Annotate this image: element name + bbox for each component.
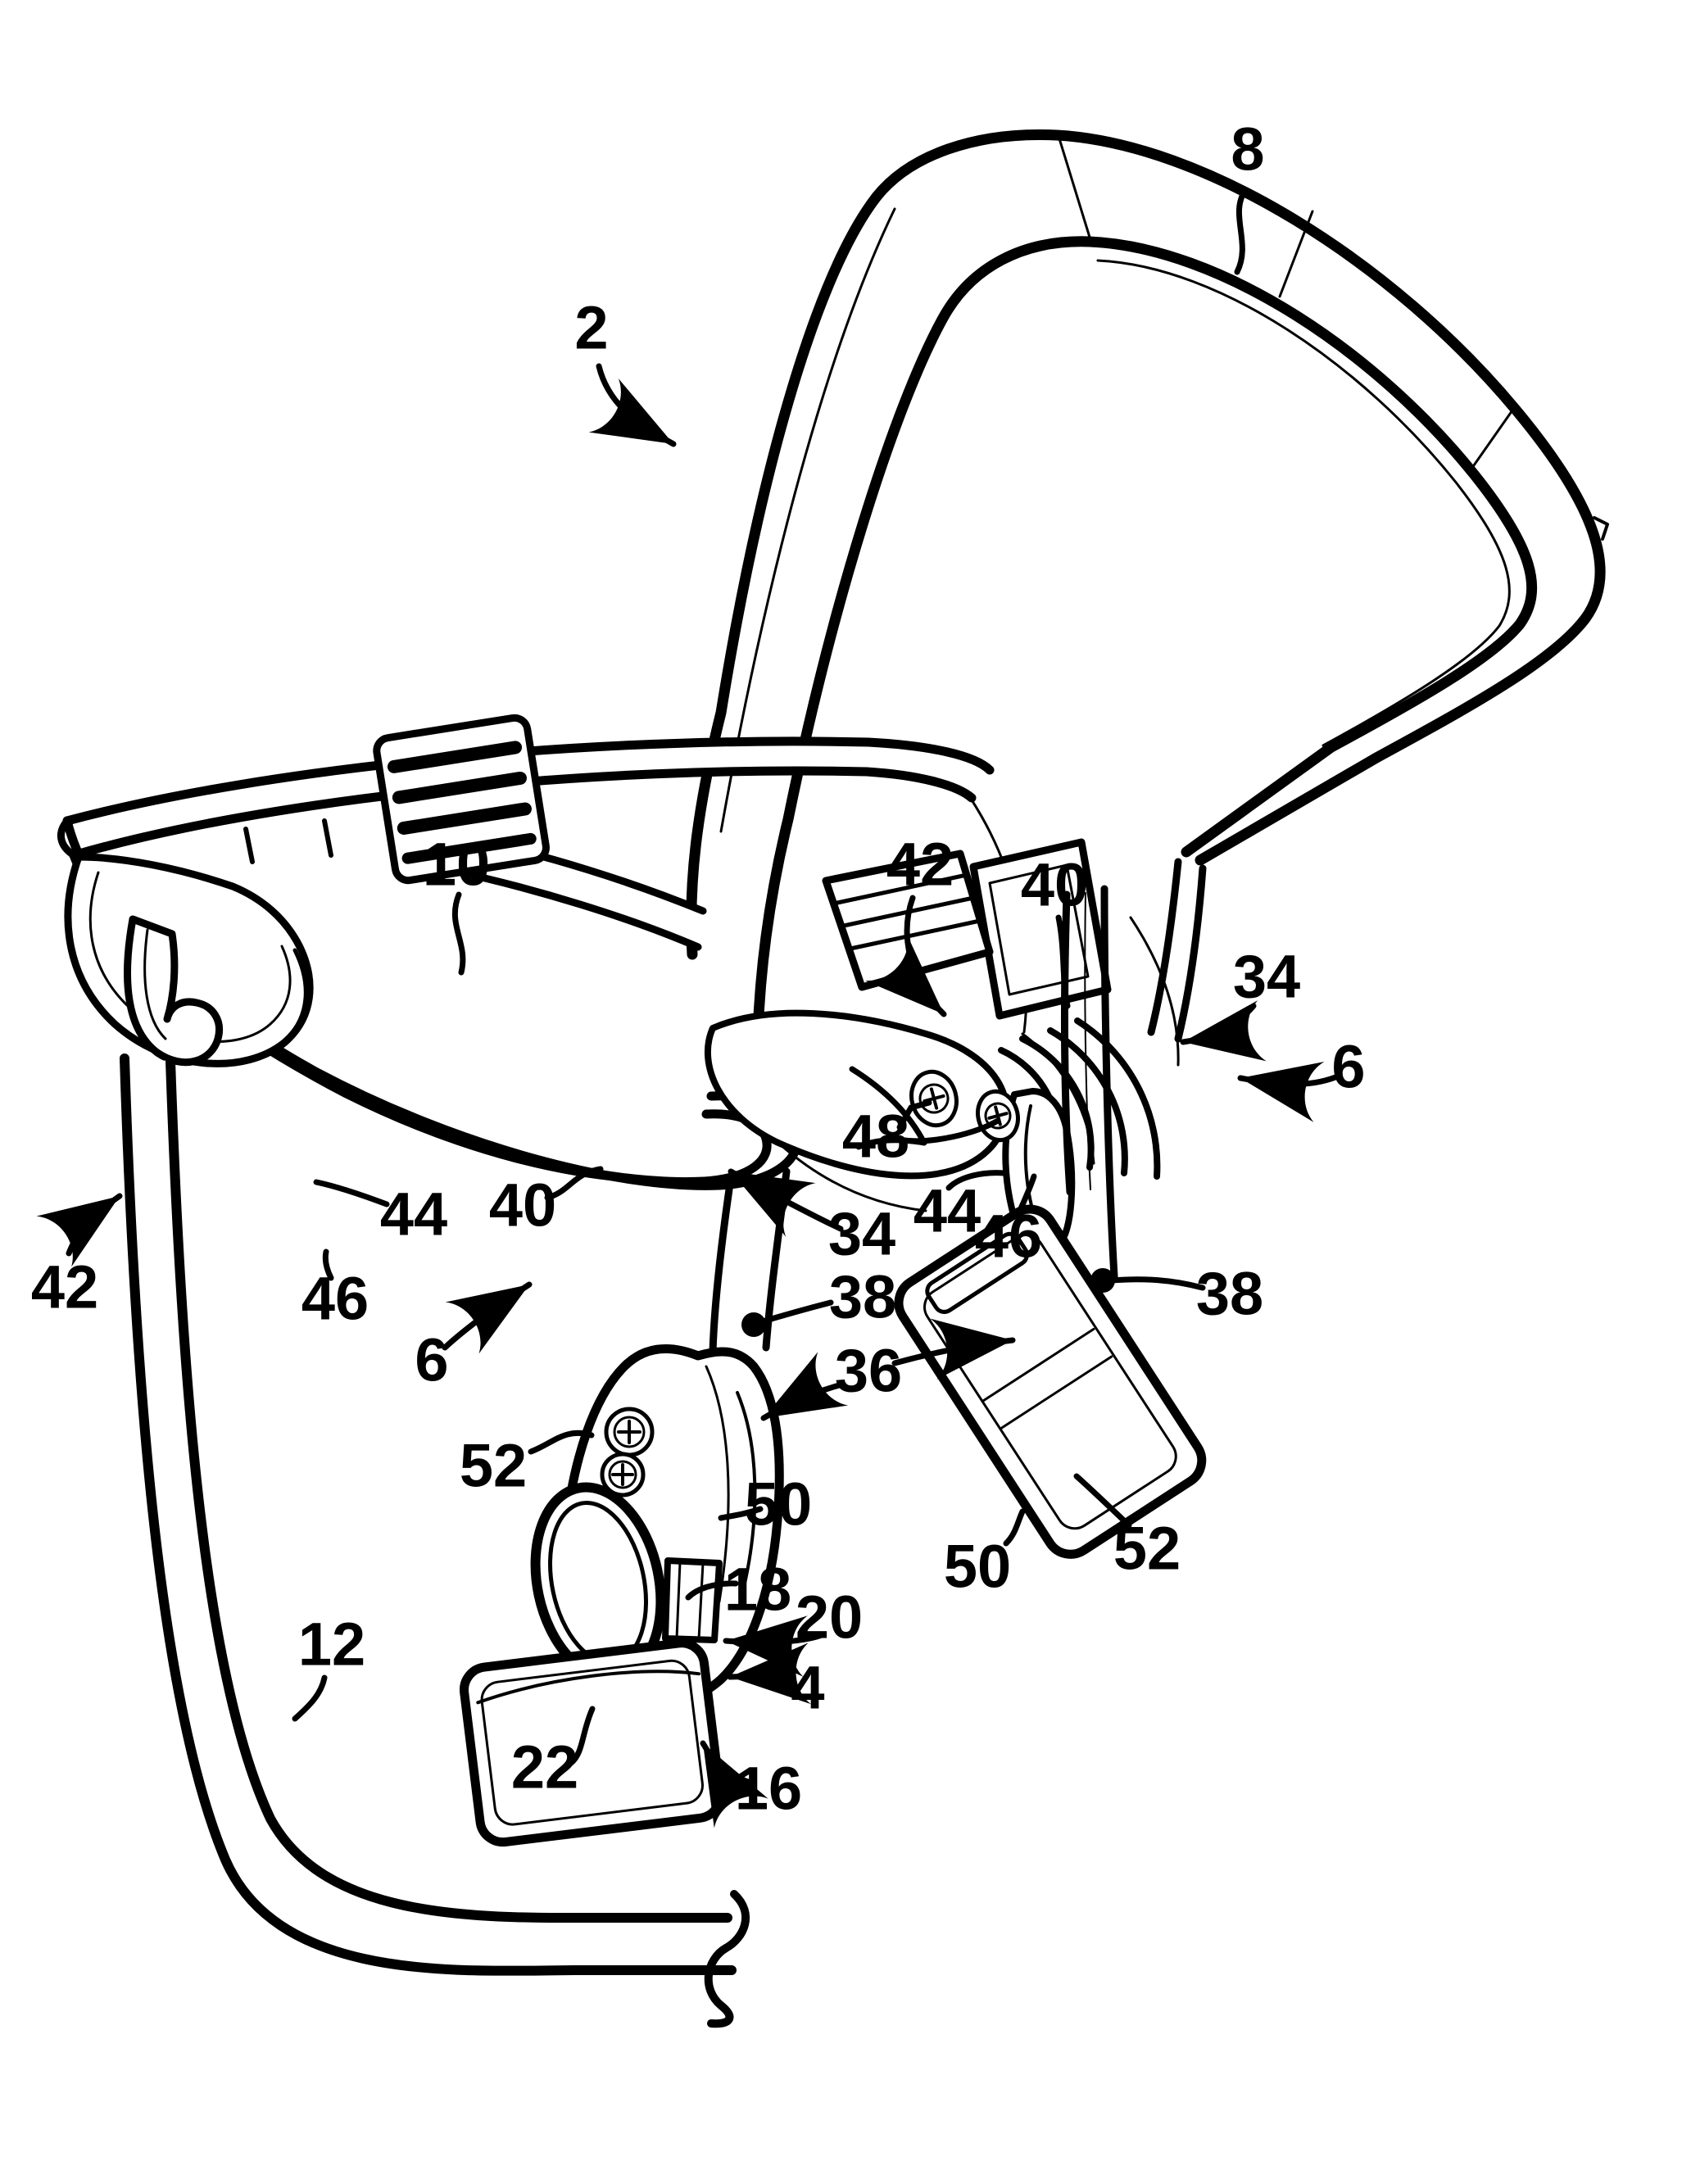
pivot-dot-left [741,1312,766,1337]
ref-label-42-upper: 42 [886,831,954,899]
ref-label-4: 4 [791,1654,824,1722]
ref-label-8: 8 [1231,116,1264,184]
bottom-block [461,1641,723,1845]
ref-label-50-center: 50 [745,1470,812,1538]
ref-label-2: 2 [574,294,608,362]
ref-label-48: 48 [842,1103,909,1171]
ref-label-12: 12 [298,1611,365,1679]
ref-label-22: 22 [511,1733,578,1801]
ref-label-36: 36 [835,1337,902,1405]
connector-post [665,1561,719,1640]
ref-label-52-center: 52 [460,1432,527,1500]
ref-label-40-upper: 40 [1021,851,1088,919]
ref-label-46-center: 46 [975,1203,1042,1271]
ref-label-44-left: 44 [380,1180,447,1248]
ref-label-42-left: 42 [31,1253,98,1321]
ref-label-34-right: 34 [1233,943,1300,1011]
screw-clip-2 [602,1454,643,1495]
ref-label-16: 16 [735,1755,802,1823]
ref-label-38-right: 38 [1196,1260,1263,1328]
ref-label-34-center: 34 [828,1200,895,1268]
ref-label-20: 20 [796,1584,863,1652]
ref-label-52-right: 52 [1113,1515,1181,1583]
ref-label-18: 18 [724,1556,791,1624]
leader-4 [730,1676,793,1678]
ref-label-6-right: 6 [1331,1033,1365,1101]
ref-label-10: 10 [423,831,490,899]
ref-label-50-right: 50 [944,1533,1011,1601]
ref-label-6-left: 6 [415,1326,448,1394]
ref-label-46-left: 46 [301,1265,369,1333]
ref-label-40-left: 40 [489,1171,556,1239]
ref-label-38-center: 38 [829,1263,896,1331]
screw-clip-1 [606,1409,652,1455]
ref-label-44-center: 44 [914,1177,981,1245]
